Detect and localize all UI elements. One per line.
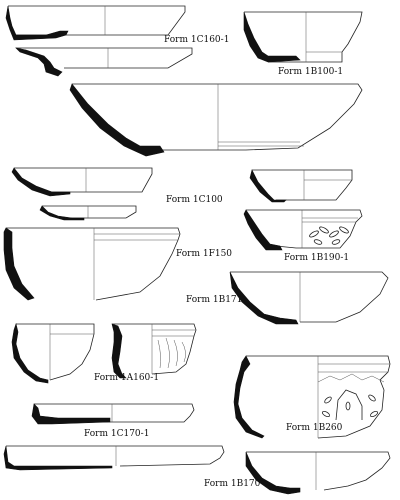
form-label-1b171: Form 1B171 <box>186 295 243 305</box>
vessel-1b100-1 <box>243 11 363 63</box>
vessel-large-shallow-bowl <box>69 83 363 157</box>
stamped-leaf-decoration <box>309 226 349 245</box>
form-label-1c160-1: Form 1C160-1 <box>164 35 230 45</box>
form-label-1b260: Form 1B260 <box>286 423 343 433</box>
form-label-1a160-1: Form 1A160-1 <box>94 373 160 383</box>
form-label-1c170-1: Form 1C170-1 <box>84 429 150 439</box>
form-label-1c100: Form 1C100 <box>166 195 223 205</box>
form-label-1b170: Form 1B170 <box>204 479 261 489</box>
vessel-1b190-1-decorated-bowl <box>243 209 363 251</box>
vessel-1a160-1-fluted-cup <box>111 323 197 379</box>
vessel-1c160-1-dish-lower <box>15 47 193 77</box>
vessel-1c160-1-dish-upper <box>5 5 186 41</box>
form-label-1f150: Form 1F150 <box>176 249 233 259</box>
figural-relief-decoration <box>321 389 379 421</box>
vessel-1c100-dish-lower <box>39 205 137 221</box>
vessel-1b170 <box>245 451 391 495</box>
form-label-1b190-1: Form 1B190-1 <box>284 253 350 263</box>
vessel-1a160-1-cup <box>11 322 95 384</box>
form-label-1b100-1: Form 1B100-1 <box>278 67 344 77</box>
vessel-1f150 <box>3 227 181 301</box>
vessel-large-flat-platter <box>3 445 225 471</box>
vessel-1b190-plain-bowl <box>249 169 353 203</box>
vessel-1c170-1 <box>31 403 195 425</box>
vessel-1b171 <box>229 271 389 325</box>
vessel-1b260 <box>233 355 391 439</box>
vessel-1c100-dish-upper <box>11 167 153 197</box>
fluted-decoration <box>157 337 186 369</box>
